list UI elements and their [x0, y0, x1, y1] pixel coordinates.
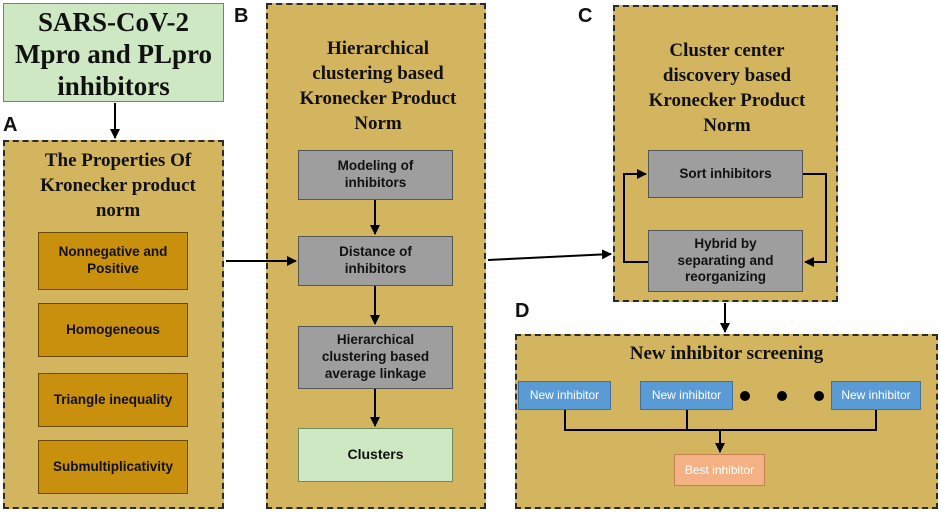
panel-a-title-line-2: Kronecker product [40, 175, 196, 196]
property-triangle-inequality: Triangle inequality [38, 373, 188, 427]
panel-a-title-line-1: The Properties Of [44, 150, 192, 171]
title-line-3: inhibitors [57, 71, 170, 101]
step-hybrid-separating-reorganizing: Hybrid by separating and reorganizing [648, 230, 803, 292]
panel-a-title-line-3: norm [95, 200, 141, 221]
step-modeling-of-inhibitors: Modeling of inhibitors [298, 150, 453, 200]
step-hierarchical-clustering: Hierarchical clustering based average li… [298, 326, 453, 389]
panel-a-title: The Properties Of Kronecker product norm [14, 148, 222, 223]
panel-d-letter: D [515, 300, 530, 322]
new-inhibitor-box-2: New inhibitor [640, 381, 733, 410]
panel-c-title: Cluster center discovery based Kronecker… [618, 38, 836, 138]
arrow-b-to-c [487, 249, 612, 261]
panel-b-title-line-1: Hierarchical [326, 38, 429, 59]
panel-b-title-line-2: clustering based [312, 63, 444, 84]
clusters-box: Clusters [298, 428, 453, 482]
ellipsis-dot-3 [814, 391, 824, 401]
step-sort-inhibitors: Sort inhibitors [648, 150, 803, 198]
panel-a-letter: A [3, 114, 18, 136]
panel-c-title-line-2: discovery based [662, 65, 792, 86]
panel-b-title: Hierarchical clustering based Kronecker … [272, 36, 484, 136]
panel-b-letter: B [234, 5, 249, 27]
ellipsis-dot-2 [777, 391, 787, 401]
panel-c-letter: C [578, 5, 593, 27]
title-line-2: Mpro and PLpro [14, 39, 213, 69]
title-line-1: SARS-CoV-2 [37, 7, 189, 37]
panel-b-title-line-4: Norm [354, 113, 402, 134]
title-box: SARS-CoV-2 Mpro and PLpro inhibitors [3, 3, 224, 102]
property-nonnegative-positive: Nonnegative and Positive [38, 232, 188, 290]
arrow-hybrid-to-sort [623, 169, 648, 263]
ellipsis-dot-1 [740, 391, 750, 401]
panel-b-title-line-3: Kronecker Product [299, 88, 457, 109]
new-inhibitor-box-1: New inhibitor [518, 381, 611, 410]
arrow-sort-to-hybrid [803, 173, 827, 267]
best-inhibitor-box: Best inhibitor [674, 454, 765, 486]
panel-d-title: New inhibitor screening [629, 343, 824, 364]
property-homogeneous: Homogeneous [38, 303, 188, 357]
panel-c-title-line-4: Norm [703, 115, 751, 136]
step-distance-of-inhibitors: Distance of inhibitors [298, 236, 453, 286]
panel-c-title-line-1: Cluster center [669, 40, 785, 61]
property-submultiplicativity: Submultiplicativity [38, 440, 188, 494]
new-inhibitor-box-3: New inhibitor [831, 381, 921, 410]
panel-c-title-line-3: Kronecker Product [648, 90, 806, 111]
